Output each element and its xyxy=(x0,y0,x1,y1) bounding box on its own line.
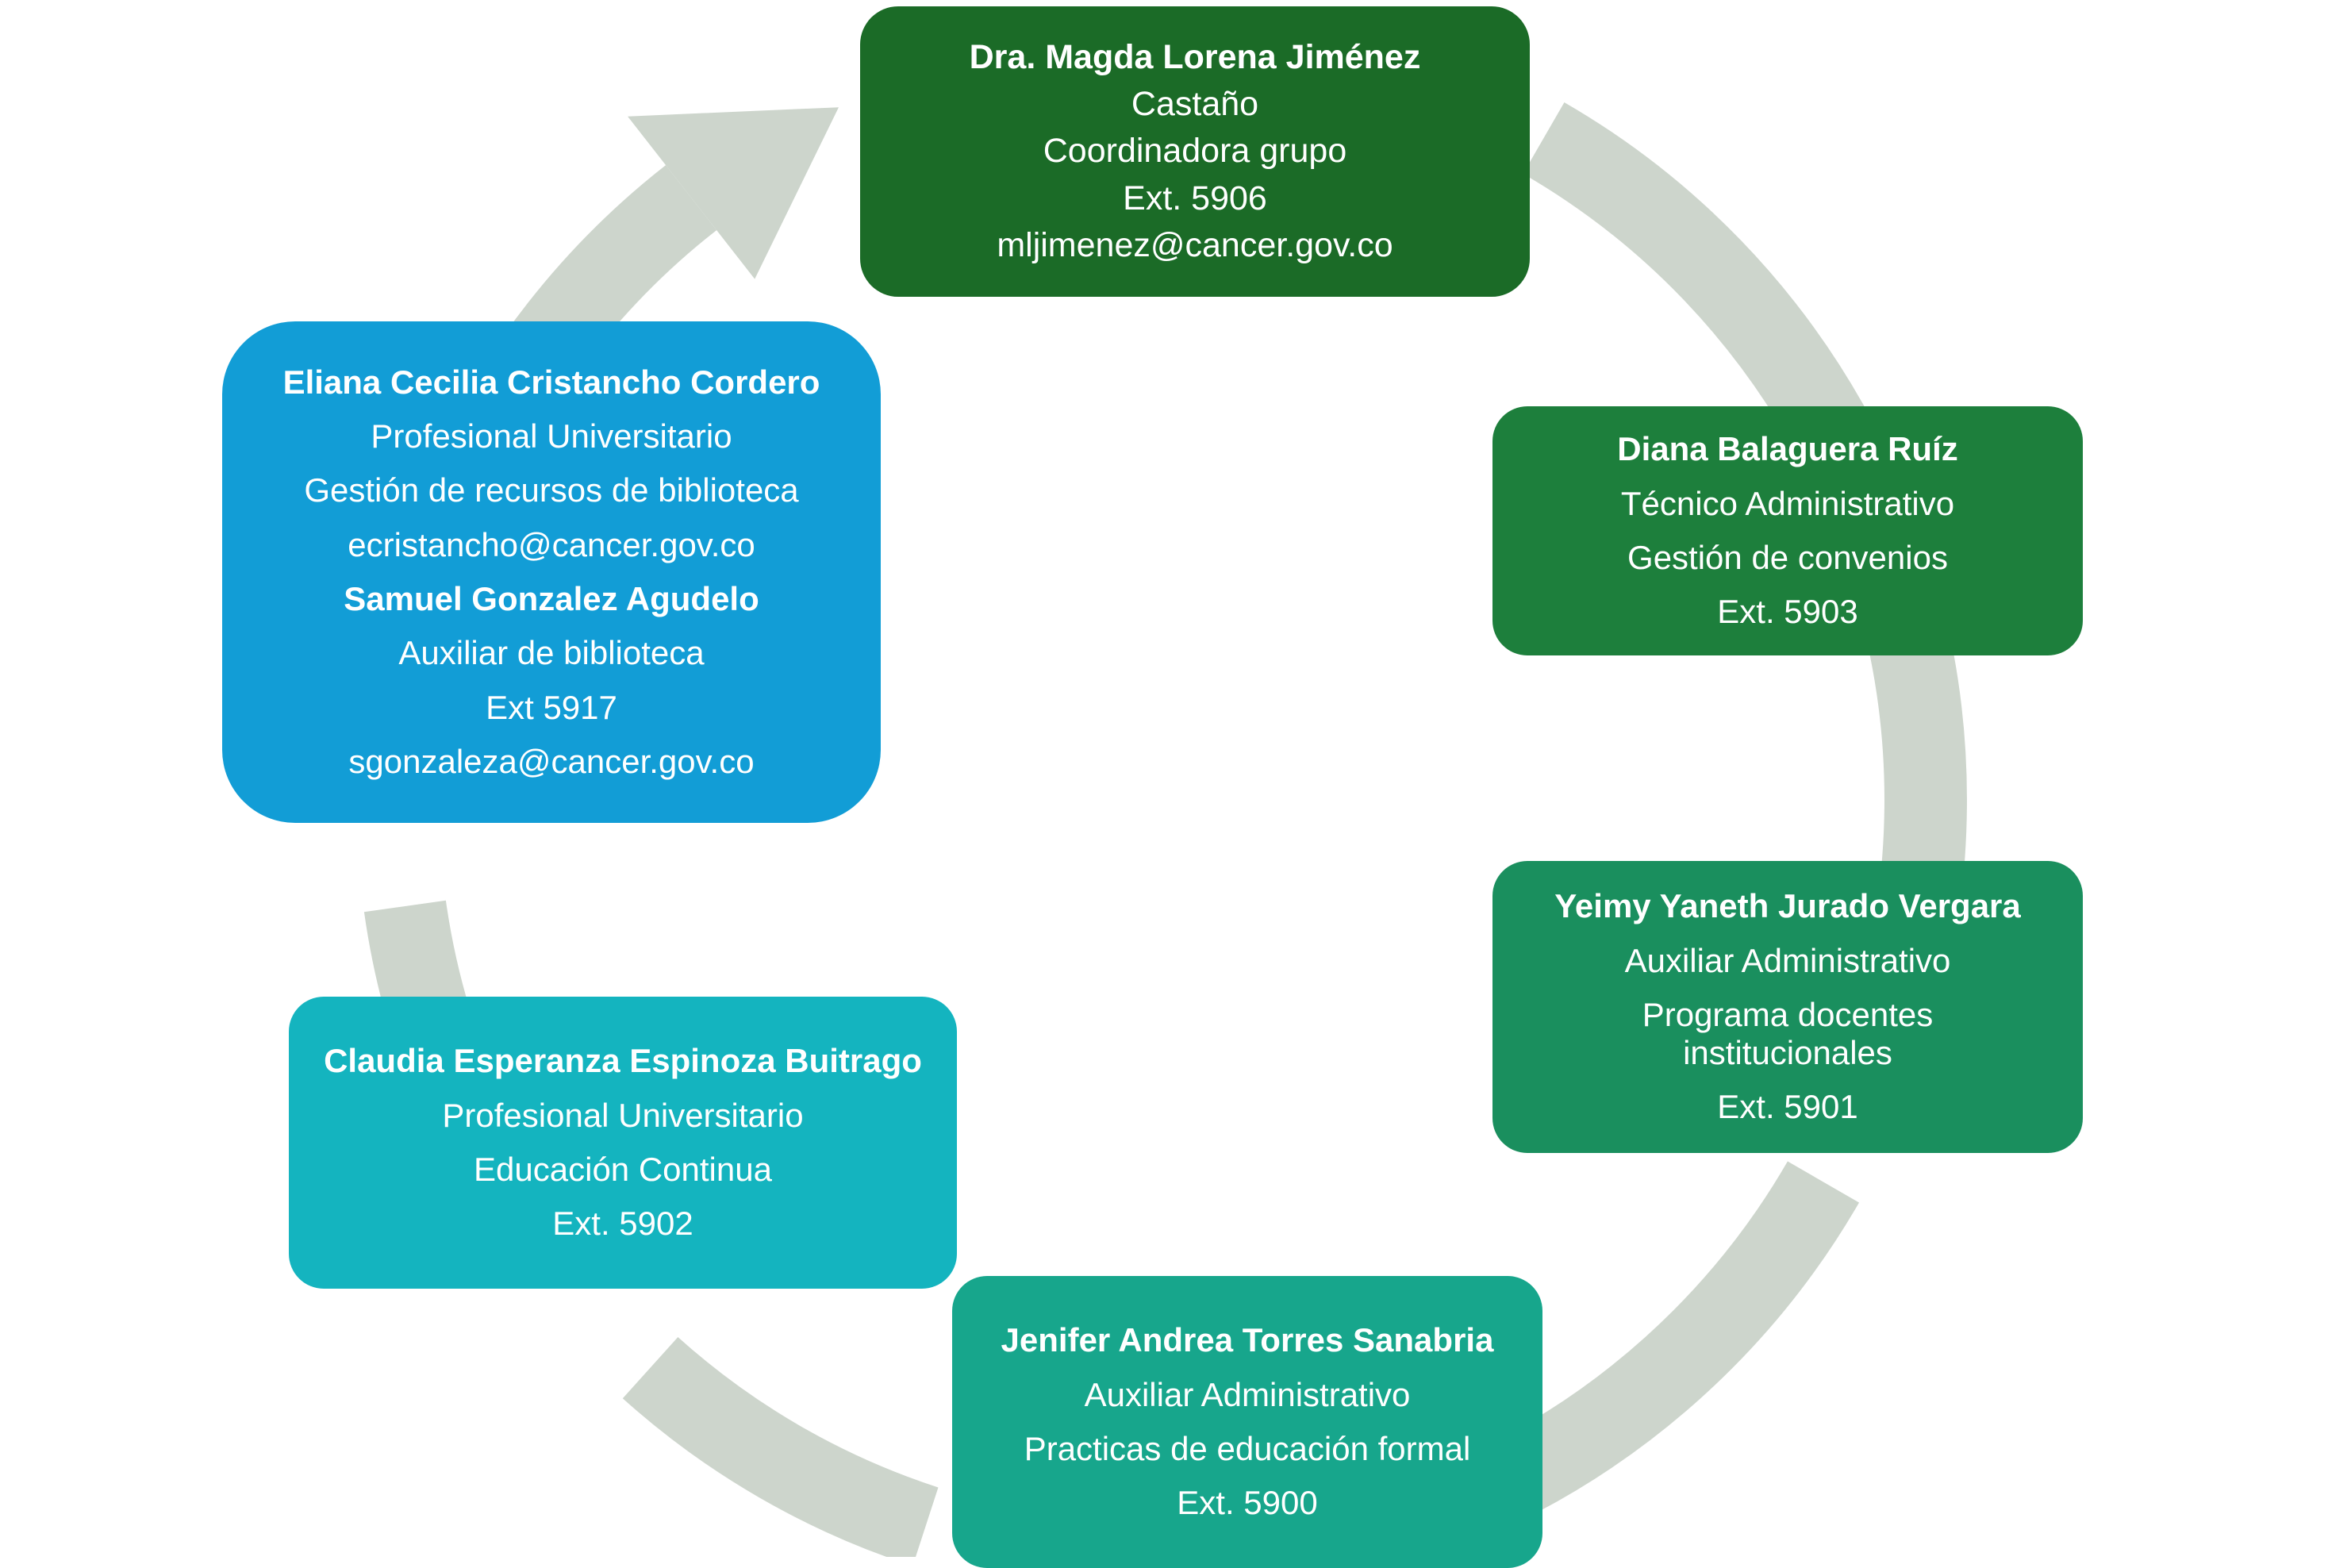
cristancho-role: Profesional Universitario xyxy=(371,417,732,455)
node-coordinator: Dra. Magda Lorena Jiménez Castaño Coordi… xyxy=(860,6,1530,297)
node-balaguera: Diana Balaguera Ruíz Técnico Administrat… xyxy=(1492,406,2083,655)
coordinator-role: Coordinadora grupo xyxy=(1043,132,1347,171)
espinoza-name: Claudia Esperanza Espinoza Buitrago xyxy=(324,1042,922,1080)
cycle-arrowhead xyxy=(628,107,839,279)
node-espinoza: Claudia Esperanza Espinoza Buitrago Prof… xyxy=(289,997,957,1289)
cristancho-email: ecristancho@cancer.gov.co xyxy=(348,525,755,563)
balaguera-area: Gestión de convenios xyxy=(1627,539,1948,576)
coordinator-name: Dra. Magda Lorena Jiménez xyxy=(969,37,1421,76)
torres-role: Auxiliar Administrativo xyxy=(1084,1375,1411,1413)
gonzalez-name: Samuel Gonzalez Agudelo xyxy=(344,580,759,617)
connector-arc-torres-to-espinoza xyxy=(622,1336,939,1557)
gonzalez-ext: Ext 5917 xyxy=(486,688,617,726)
jurado-role: Auxiliar Administrativo xyxy=(1624,941,1951,979)
coordinator-name-cont: Castaño xyxy=(1131,85,1259,123)
gonzalez-email: sgonzaleza@cancer.gov.co xyxy=(348,742,755,780)
balaguera-name: Diana Balaguera Ruíz xyxy=(1617,430,1958,468)
torres-area: Practicas de educación formal xyxy=(1024,1430,1471,1467)
connector-arc-coordinator-to-balaguera xyxy=(1523,102,1873,461)
gonzalez-role: Auxiliar de biblioteca xyxy=(398,634,705,672)
espinoza-role: Profesional Universitario xyxy=(442,1096,804,1134)
balaguera-ext: Ext. 5903 xyxy=(1717,593,1858,631)
espinoza-ext: Ext. 5902 xyxy=(552,1205,693,1243)
node-cristancho: Eliana Cecilia Cristancho Cordero Profes… xyxy=(222,321,881,823)
torres-ext: Ext. 5900 xyxy=(1177,1484,1318,1522)
node-torres: Jenifer Andrea Torres Sanabria Auxiliar … xyxy=(952,1276,1542,1568)
node-jurado: Yeimy Yaneth Jurado Vergara Auxiliar Adm… xyxy=(1492,861,2083,1153)
cristancho-area: Gestión de recursos de biblioteca xyxy=(304,471,799,509)
balaguera-role: Técnico Administrativo xyxy=(1620,484,1955,522)
torres-name: Jenifer Andrea Torres Sanabria xyxy=(1001,1321,1494,1359)
coordinator-ext: Ext. 5906 xyxy=(1123,179,1267,217)
coordinator-email: mljimenez@cancer.gov.co xyxy=(997,225,1393,264)
jurado-area: Programa docentes institucionales xyxy=(1642,995,1934,1072)
espinoza-area: Educación Continua xyxy=(474,1151,772,1188)
jurado-name: Yeimy Yaneth Jurado Vergara xyxy=(1554,887,2021,925)
cristancho-name: Eliana Cecilia Cristancho Cordero xyxy=(282,363,820,401)
jurado-ext: Ext. 5901 xyxy=(1717,1088,1858,1126)
